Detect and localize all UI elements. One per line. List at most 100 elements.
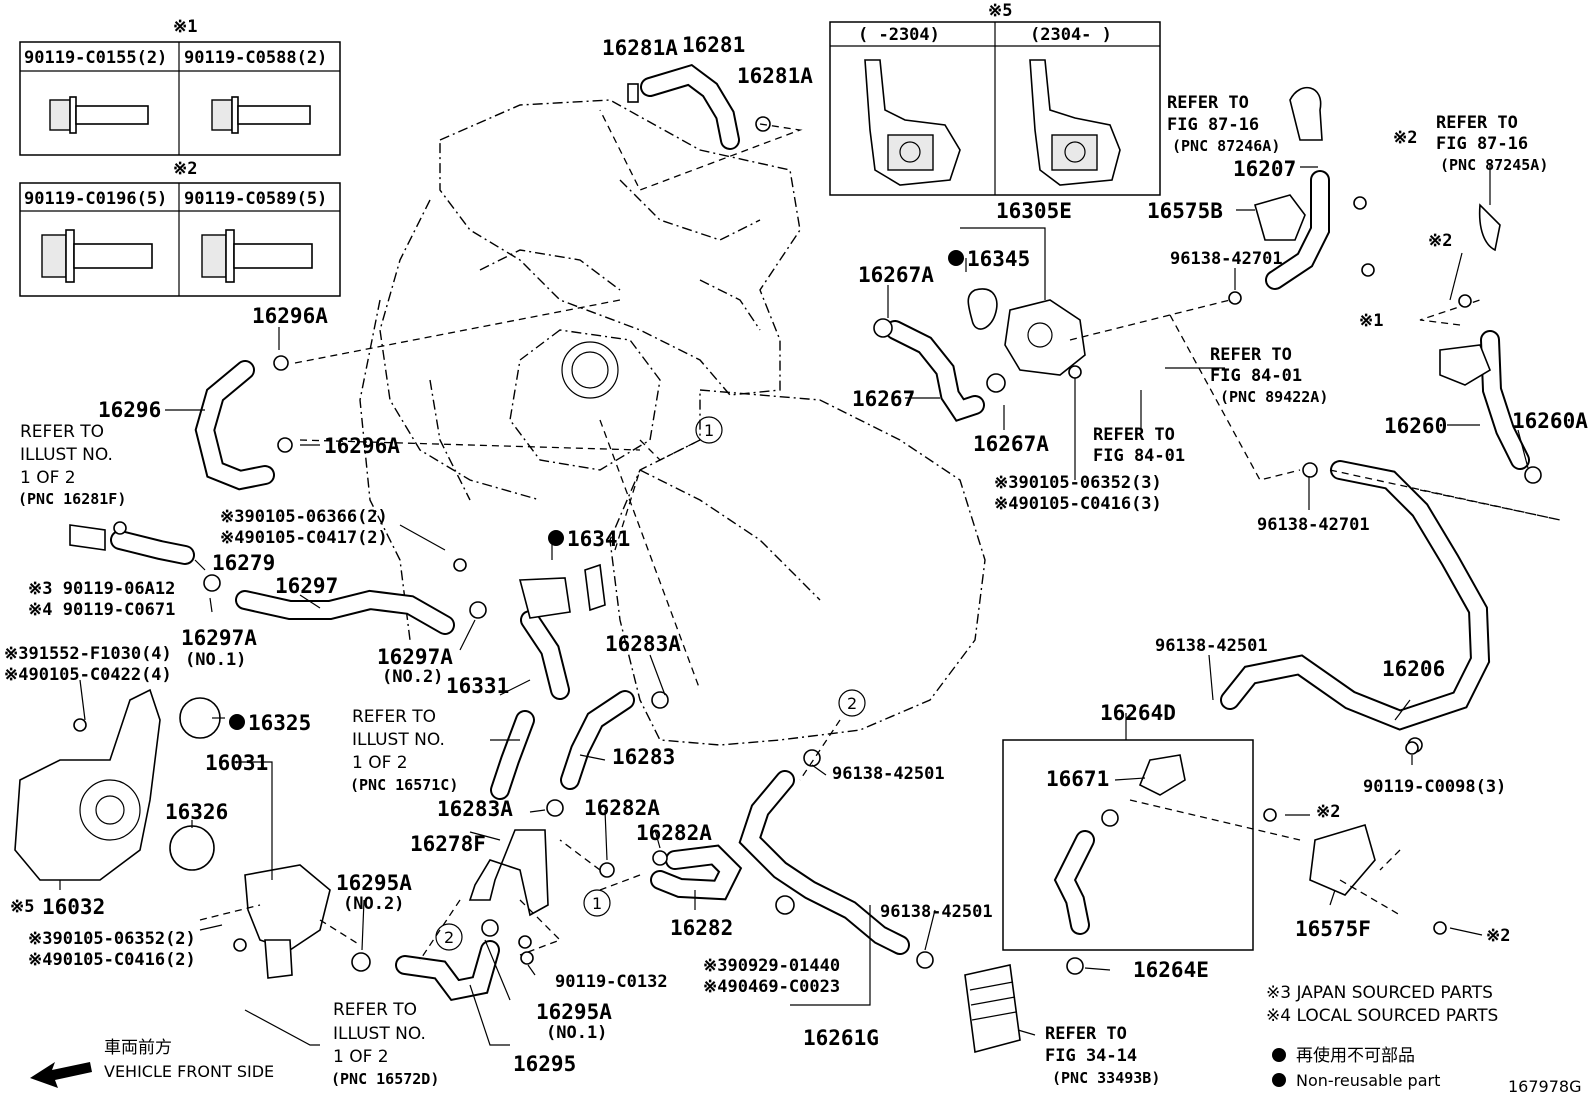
svg-text:FIG 84-01: FIG 84-01 [1093, 446, 1185, 466]
variant-box: ※5 ( -2304) (2304- ) [829, 1, 1161, 196]
svg-text:REFER TO: REFER TO [1436, 113, 1518, 133]
part-label: 16575B [1147, 199, 1223, 223]
part-label: 16281A [737, 64, 813, 88]
bolt-marks: ※1 ※2 ※2 ※2 ※2 [73, 128, 1510, 965]
svg-text:REFER TO: REFER TO [20, 422, 104, 442]
variant-right-header: (2304- ) [1030, 25, 1112, 45]
pnc-label: 96138-42501 [832, 764, 945, 784]
svg-text:FIG 34-14: FIG 34-14 [1045, 1046, 1137, 1066]
hose-16331 [518, 563, 606, 700]
callout-2b: 2 [435, 923, 463, 951]
refer-87-16a: REFER TO FIG 87-16 (PNC 87246A) [1167, 93, 1280, 155]
mark-label: ※1 [1359, 311, 1383, 331]
pnc-label: 96138-42501 [1155, 636, 1268, 656]
figure-id: 167978G [1508, 1077, 1581, 1096]
svg-text:1 OF 2: 1 OF 2 [20, 468, 76, 488]
refer-84-01b: REFER TO FIG 84-01 [1093, 425, 1185, 466]
svg-text:(PNC 87246A): (PNC 87246A) [1172, 137, 1280, 155]
water-pump-16032 [14, 688, 221, 881]
part-label: 16283 [612, 745, 675, 769]
hose-16261G [738, 749, 934, 969]
svg-text:1: 1 [592, 894, 602, 913]
front-en: VEHICLE FRONT SIDE [104, 1062, 274, 1081]
bracket-16278F [468, 829, 549, 917]
hose-16295 [395, 919, 532, 1002]
pnc-label: 96138-42701 [1257, 515, 1370, 535]
mark-label: ※2 [1428, 231, 1452, 251]
hose-16260 [1439, 203, 1542, 484]
pnc-label: ※391552-F1030(4) [4, 644, 172, 664]
bolt-90119-C0588: 90119-C0588(2) [184, 48, 327, 68]
part-label: 16282A [636, 821, 712, 845]
pnc-label: (NO.2) [382, 667, 443, 687]
part-label: 16282A [584, 796, 660, 820]
bolt-90119-C0589: 90119-C0589(5) [184, 189, 327, 209]
flange-bolt-icon [41, 229, 153, 283]
part-label: 16295 [513, 1052, 576, 1076]
pnc-label: 90119-C0132 [555, 972, 668, 992]
callout-2a: 2 [838, 689, 866, 717]
part-label: 16671 [1046, 767, 1109, 791]
part-label: 16297A [181, 626, 257, 650]
svg-text:ILLUST NO.: ILLUST NO. [333, 1024, 426, 1044]
part-label: 16267A [858, 263, 934, 287]
svg-text:(PNC 87245A): (PNC 87245A) [1440, 156, 1548, 174]
non-reusable-dot [1272, 1048, 1286, 1062]
flange-bolt-icon [201, 229, 313, 283]
pnc-label: ※390105-06352(2) [28, 929, 196, 949]
legend-nonreuse-jp: 再使用不可部品 [1296, 1045, 1415, 1066]
mark-s2: ※2 [173, 159, 197, 179]
vehicle-front-indicator: 車両前方 VEHICLE FRONT SIDE [30, 1038, 274, 1088]
refer-illust-16281F: REFER TO ILLUST NO. 1 OF 2 (PNC 16281F) [18, 422, 126, 508]
svg-text:ILLUST NO.: ILLUST NO. [352, 730, 445, 750]
pnc-label: ※3 90119-06A12 [28, 579, 175, 599]
water-pump-body-early [864, 59, 961, 186]
mark-label: ※2 [1393, 128, 1417, 148]
svg-text:FIG 87-16: FIG 87-16 [1167, 115, 1259, 135]
svg-text:(PNC 89422A): (PNC 89422A) [1220, 388, 1328, 406]
part-label: 16260A [1512, 409, 1588, 433]
bolt-table-2: ※2 90119-C0196(5) 90119-C0589(5) [19, 159, 341, 297]
hose-16267 [873, 318, 1006, 422]
flange-bolt-icon [211, 96, 311, 134]
hose-16296 [194, 355, 293, 491]
pnc-label: (NO.1) [546, 1023, 607, 1043]
pnc-label: ※490469-C0023 [703, 977, 840, 997]
part-label: 16295A [336, 871, 412, 895]
part-label: 16032 [42, 895, 105, 919]
part-label: 16260 [1384, 414, 1447, 438]
svg-text:1: 1 [704, 421, 714, 440]
svg-text:REFER TO: REFER TO [1093, 425, 1175, 445]
bolt-table-1: ※1 90119-C0155(2) 90119-C0588(2) [19, 17, 341, 156]
part-label: 16295A [536, 1000, 612, 1024]
svg-text:(PNC 16572D): (PNC 16572D) [331, 1070, 439, 1088]
refer-34-14: REFER TO FIG 34-14 (PNC 33493B) [1045, 1024, 1160, 1087]
hose-16264D-group [1002, 739, 1254, 951]
refer-illust-16571C: REFER TO ILLUST NO. 1 OF 2 (PNC 16571C) [350, 707, 458, 794]
part-label: 16261G [803, 1026, 879, 1050]
svg-text:REFER TO: REFER TO [1210, 345, 1292, 365]
arrow-left-icon [30, 1062, 92, 1088]
hose-16282 [599, 844, 743, 901]
oil-cooler [964, 957, 1084, 1054]
legend-local: ※4 LOCAL SOURCED PARTS [1266, 1006, 1498, 1026]
pnc-label: ※390105-06352(3) [994, 473, 1162, 493]
pnc-label: 96138-42701 [1170, 249, 1283, 269]
svg-text:2: 2 [444, 928, 454, 947]
svg-text:REFER TO: REFER TO [333, 1000, 417, 1020]
non-reusable-dot [548, 530, 564, 546]
svg-text:FIG 84-01: FIG 84-01 [1210, 366, 1302, 386]
hardware-labels: 96138-42701 96138-42701 96138-42501 9613… [4, 249, 1506, 1043]
svg-text:(PNC 33493B): (PNC 33493B) [1052, 1069, 1160, 1087]
pnc-label: ※490105-C0417(2) [220, 528, 388, 548]
hose-16297 [203, 574, 487, 635]
part-label: 16264D [1100, 701, 1176, 725]
part-label: 16031 [205, 751, 268, 775]
part-label: 16326 [165, 800, 228, 824]
thermostat-16031 [244, 864, 371, 979]
variant-left-header: ( -2304) [858, 25, 940, 45]
part-label: 16575F [1295, 917, 1371, 941]
part-label: 16267 [852, 387, 915, 411]
svg-text:REFER TO: REFER TO [1167, 93, 1249, 113]
